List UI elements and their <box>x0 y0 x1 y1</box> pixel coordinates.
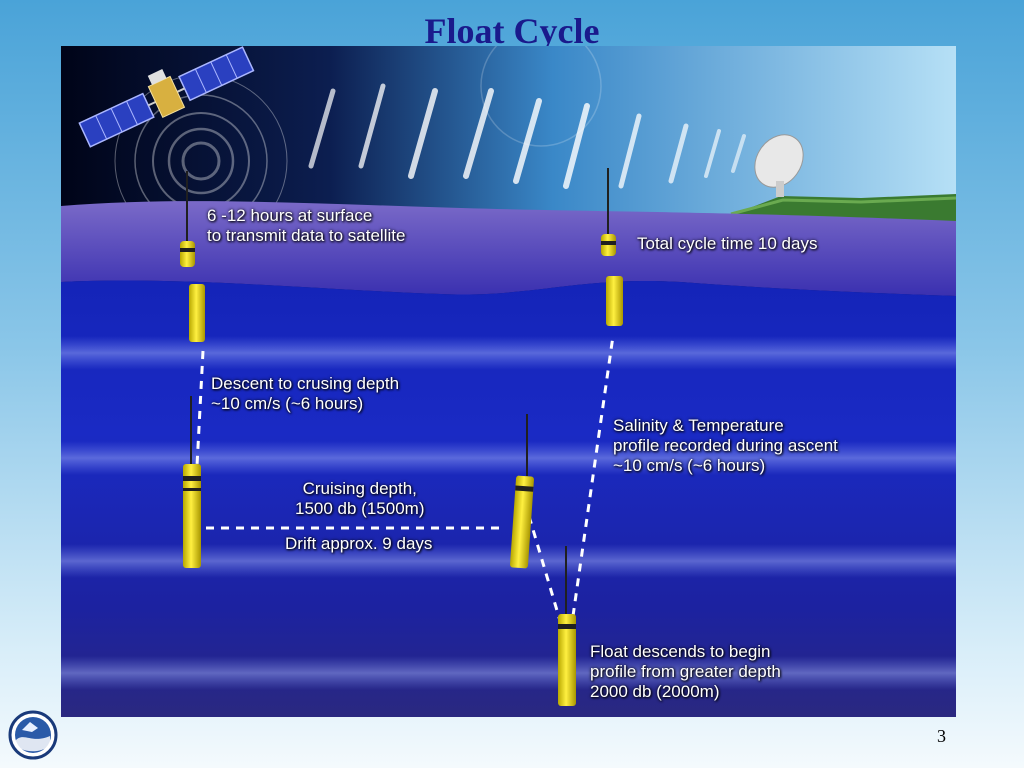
float-deep <box>558 546 576 706</box>
cruising-depth-line-2: 1500 db (1500m) <box>295 499 425 518</box>
float-drifting <box>510 414 534 569</box>
drift-label: Drift approx. 9 days <box>285 534 432 554</box>
ascent-profile-line-3: ~10 cm/s (~6 hours) <box>613 456 766 475</box>
deep-descent-line-2: profile from greater depth <box>590 662 781 681</box>
drift-line-1: Drift approx. 9 days <box>285 534 433 553</box>
float-surface-left <box>180 171 205 342</box>
satellite-icon <box>78 46 255 148</box>
descent-line-1: Descent to crusing depth <box>211 374 400 393</box>
surface-time-line-2: to transmit data to satellite <box>207 226 406 245</box>
total-cycle-line-1: Total cycle time 10 days <box>637 234 818 253</box>
organization-logo-icon <box>8 710 58 760</box>
depth-bands <box>61 336 956 690</box>
deep-descent-line-3: 2000 db (2000m) <box>590 682 720 701</box>
slide-title: Float Cycle <box>424 11 600 51</box>
surface-time-line-1: 6 -12 hours at surface <box>207 206 373 225</box>
cruising-depth-line-1: Cruising depth, <box>302 479 417 498</box>
surface-time-label: 6 -12 hours at surface to transmit data … <box>207 206 405 246</box>
diagram-artwork <box>61 46 956 717</box>
descent-line-2: ~10 cm/s (~6 hours) <box>211 394 364 413</box>
ground-station-icon <box>723 134 956 221</box>
ascent-profile-line-1: Salinity & Temperature <box>613 416 784 435</box>
float-cruising-left <box>183 396 201 568</box>
page-number: 3 <box>937 726 946 746</box>
float-cycle-diagram: 6 -12 hours at surface to transmit data … <box>61 46 956 717</box>
transmission-streaks <box>308 83 746 189</box>
float-surface-right <box>601 168 623 326</box>
ascent-profile-line-2: profile recorded during ascent <box>613 436 838 455</box>
ascent-profile-label: Salinity & Temperature profile recorded … <box>613 416 838 476</box>
ocean <box>61 280 956 717</box>
total-cycle-label: Total cycle time 10 days <box>637 234 817 254</box>
cruising-depth-label: Cruising depth, 1500 db (1500m) <box>295 479 424 519</box>
deep-descent-label: Float descends to begin profile from gre… <box>590 642 781 702</box>
sea-surface <box>61 201 956 296</box>
float-path <box>195 335 615 625</box>
descent-label: Descent to crusing depth ~10 cm/s (~6 ho… <box>211 374 399 414</box>
deep-descent-line-1: Float descends to begin <box>590 642 771 661</box>
